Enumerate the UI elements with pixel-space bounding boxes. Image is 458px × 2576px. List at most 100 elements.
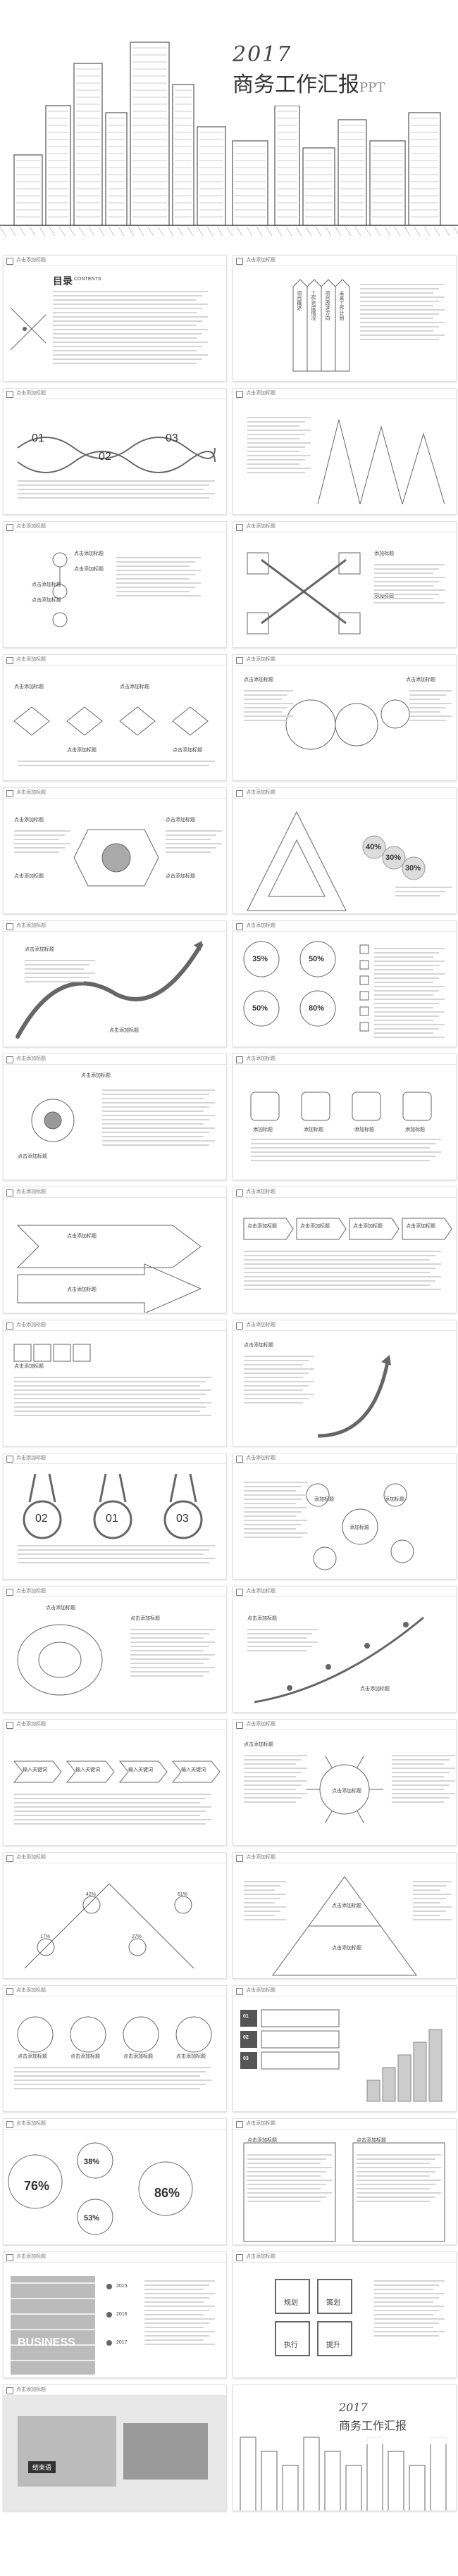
placeholder-text-line <box>374 990 439 992</box>
slide-label: 点击添加标题 <box>18 2054 47 2059</box>
placeholder-text-line <box>14 843 70 844</box>
slide-header: 点击添加标题 <box>4 655 226 665</box>
street-hatch <box>68 226 75 237</box>
placeholder-text-line <box>409 720 446 721</box>
slide-thumbnail-s8[interactable]: 点击添加标题点击添加标题点击添加标题 <box>233 654 457 781</box>
slide-shape <box>243 990 280 1027</box>
slide-shape <box>364 1643 370 1649</box>
placeholder-text-line <box>244 1776 296 1777</box>
placeholder-text-line <box>144 2293 215 2294</box>
placeholder-text-line <box>247 2196 326 2198</box>
slide-thumbnail-s11[interactable]: 点击添加标题点击添加标题点击添加标题 <box>3 920 227 1047</box>
header-mark-icon <box>6 258 13 265</box>
slide-thumbnail-s16[interactable]: 点击添加标题点击添加标题点击添加标题点击添加标题点击添加标题 <box>233 1187 457 1313</box>
slide-thumbnail-s23[interactable]: 点击添加标题输入关键词输入关键词输入关键词输入关键词 <box>3 1719 227 1846</box>
placeholder-text-line <box>116 591 190 592</box>
slide-shape <box>17 1624 103 1696</box>
placeholder-text-line <box>247 1646 312 1647</box>
slide-header: 点击添加标题 <box>4 1720 226 1730</box>
slide-thumbnail-s14[interactable]: 点击添加标题添加标题添加标题添加标题添加标题 <box>233 1053 457 1180</box>
placeholder-text-line <box>360 322 445 323</box>
street-hatch <box>108 226 115 237</box>
placeholder-text-line <box>102 1140 215 1142</box>
slide-header: 点击添加标题 <box>4 1054 226 1065</box>
slide-label: 添加标题 <box>354 1127 374 1132</box>
slide-thumbnail-s32[interactable]: 点击添加标题规划策划执行提升 <box>233 2251 457 2378</box>
slide-label: 添加标题 <box>385 1497 404 1502</box>
placeholder-text-line <box>14 1806 211 1808</box>
slide-shape <box>342 1508 378 1545</box>
placeholder-text-line <box>244 699 282 700</box>
slide-shape <box>402 856 426 880</box>
slide-thumbnail-s17[interactable]: 点击添加标题点击添加标题 <box>3 1320 227 1446</box>
placeholder-text-line <box>413 1906 452 1908</box>
slide-thumbnail-s33[interactable]: 点击添加标题结束语 <box>3 2384 227 2511</box>
placeholder-text-line <box>374 965 439 966</box>
slide-header-text: 点击添加标题 <box>16 524 46 529</box>
slide-thumbnail-s6[interactable]: 点击添加标题添加标题添加标题 <box>233 521 457 648</box>
placeholder-text-line <box>360 313 439 315</box>
placeholder-text-line <box>360 334 445 336</box>
slide-thumbnail-s5[interactable]: 点击添加标题点击添加标题点击添加标题点击添加标题点击添加标题 <box>3 521 227 648</box>
slide-thumbnail-s2[interactable]: 点击添加标题项目概述工作完成情况项目改进方向未来工作计划 <box>233 255 457 382</box>
slide-label: 提升 <box>326 2341 340 2349</box>
placeholder-text-line <box>247 472 305 473</box>
slide-label: 策划 <box>326 2299 340 2307</box>
placeholder-text-line <box>395 895 440 896</box>
slide-header: 点击添加标题 <box>233 1587 456 1597</box>
placeholder-text-line <box>144 2289 204 2290</box>
slide-shape <box>261 2009 340 2027</box>
street-hatch <box>206 226 213 237</box>
slide-thumbnail-s26[interactable]: 点击添加标题点击添加标题点击添加标题 <box>233 1852 457 1979</box>
slide-header: 点击添加标题 <box>233 389 456 399</box>
placeholder-text-line <box>247 2154 332 2156</box>
placeholder-text-line <box>14 851 59 853</box>
placeholder-text-line <box>244 1520 307 1521</box>
slide-thumbnail-s22[interactable]: 点击添加标题点击添加标题点击添加标题 <box>233 1586 457 1713</box>
slide-thumbnail-s30[interactable]: 点击添加标题点击添加标题点击添加标题 <box>233 2118 457 2245</box>
slide-thumbnail-s7[interactable]: 点击添加标题点击添加标题点击添加标题点击添加标题点击添加标题 <box>3 654 227 781</box>
placeholder-text-line <box>247 438 299 439</box>
slide-thumbnail-s24[interactable]: 点击添加标题点击添加标题点击添加标题 <box>233 1719 457 1846</box>
placeholder-text-line <box>14 834 65 836</box>
slide-header: 点击添加标题 <box>4 256 226 266</box>
slide-shape <box>13 1761 62 1783</box>
slide-shape <box>10 314 47 351</box>
slide-shape <box>402 1218 452 1240</box>
placeholder-text-line <box>14 2084 206 2085</box>
slide-shape <box>275 2321 310 2356</box>
slide-thumbnail-s13[interactable]: 点击添加标题点击添加标题点击添加标题 <box>3 1053 227 1180</box>
street-hatch <box>147 226 154 237</box>
slide-thumbnail-s20[interactable]: 点击添加标题添加标题添加标题添加标题 <box>233 1453 457 1580</box>
slide-label: 点击添加标题 <box>67 1234 97 1239</box>
building-outline <box>45 105 71 226</box>
placeholder-text-line <box>102 1119 209 1120</box>
slide-thumbnail-s4[interactable]: 点击添加标题 <box>233 388 457 515</box>
slide-thumbnail-s15[interactable]: 点击添加标题点击添加标题点击添加标题 <box>3 1187 227 1313</box>
placeholder-text-line <box>247 421 305 423</box>
placeholder-text-line <box>374 2280 445 2282</box>
street-hatch <box>88 226 95 237</box>
slide-thumbnail-s27[interactable]: 点击添加标题点击添加标题点击添加标题点击添加标题点击添加标题 <box>3 1985 227 2112</box>
slide-label: 点击添加标题 <box>247 1224 277 1229</box>
slide-graphic <box>13 706 209 736</box>
slide-shape <box>397 2054 411 2102</box>
slide-thumbnail-s21[interactable]: 点击添加标题点击添加标题点击添加标题 <box>3 1586 227 1713</box>
placeholder-text-line <box>374 977 439 979</box>
slide-thumbnail-s9[interactable]: 点击添加标题点击添加标题点击添加标题点击添加标题点击添加标题 <box>3 787 227 914</box>
street-hatch <box>216 226 223 237</box>
slide-thumbnail-s18[interactable]: 点击添加标题点击添加标题 <box>233 1320 457 1446</box>
placeholder-text-line <box>102 1115 215 1116</box>
header-mark-icon <box>236 1323 243 1330</box>
street-hatch <box>128 226 135 237</box>
